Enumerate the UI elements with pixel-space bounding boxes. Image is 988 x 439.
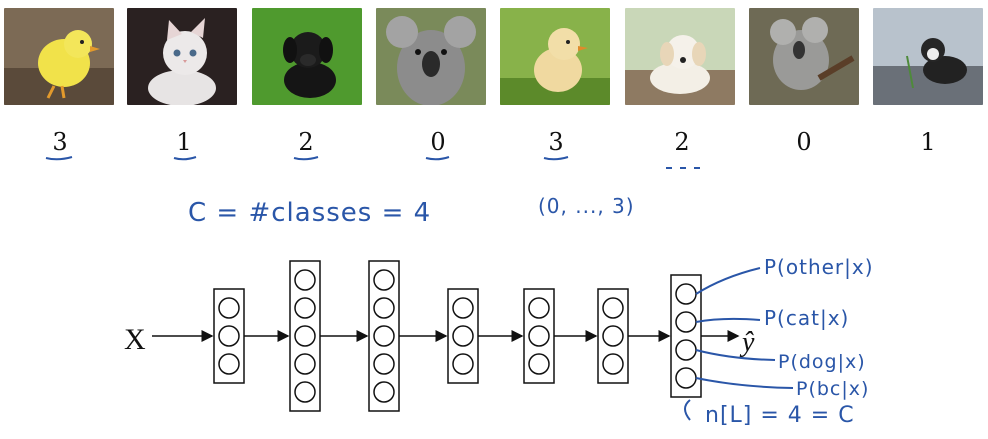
underline-1 [45,156,73,161]
underline-3 [293,156,319,161]
chick-photo-icon [4,8,114,105]
photo-1-chick [4,8,114,105]
neuron-2-1 [294,269,316,291]
label-photo-3: 2 [298,128,314,156]
photo-2-kitten [127,8,237,105]
neuron-3-1 [373,269,395,291]
chick-photo-icon [500,8,610,105]
neuron-5-3 [528,353,550,375]
prob-pointer-1 [695,267,761,295]
kitten-photo-icon [873,8,983,105]
prob-other: P(other|x) [764,255,874,279]
puppy-photo-icon [252,8,362,105]
output-size-note: n[L] = 4 = C [705,403,855,428]
neuron-3-4 [373,353,395,375]
neuron-6-2 [602,325,624,347]
prob-pointer-3 [695,349,776,361]
koala-photo-icon [749,8,859,105]
photo-6-puppy [625,8,735,105]
network-layers [152,260,740,412]
photo-3-puppy [252,8,362,105]
puppy-photo-icon [625,8,735,105]
kitten-photo-icon [127,8,237,105]
neuron-7-1 [675,283,697,305]
label-photo-1: 3 [52,128,68,156]
underline-5 [543,156,569,161]
neuron-4-2 [452,325,474,347]
neuron-1-2 [218,325,240,347]
photo-7-koala [749,8,859,105]
underline-4 [425,156,450,161]
output-yhat-label: ŷ [742,327,755,358]
neuron-7-3 [675,339,697,361]
label-photo-7: 0 [796,128,812,156]
neuron-6-1 [602,297,624,319]
neuron-2-4 [294,353,316,375]
koala-photo-icon [376,8,486,105]
label-photo-4: 0 [430,128,446,156]
neuron-5-1 [528,297,550,319]
prob-bc: P(bc|x) [796,378,870,400]
prob-pointer-4 [695,377,794,389]
prob-cat: P(cat|x) [764,306,850,330]
neuron-2-5 [294,381,316,403]
neuron-4-1 [452,297,474,319]
neuron-4-3 [452,353,474,375]
photo-5-chick [500,8,610,105]
photo-4-koala [376,8,486,105]
neuron-3-3 [373,325,395,347]
neuron-2-3 [294,325,316,347]
label-photo-6: 2 [674,128,690,156]
neuron-3-2 [373,297,395,319]
neuron-1-1 [218,297,240,319]
classes-formula: C = #classes = 4 [188,198,432,228]
label-photo-2: 1 [176,128,192,156]
prob-dog: P(dog|x) [778,351,866,373]
label-range: (0, ..., 3) [538,194,635,218]
neuron-3-5 [373,381,395,403]
label-photo-5: 3 [548,128,564,156]
neuron-2-2 [294,297,316,319]
neuron-7-2 [675,311,697,333]
output-lines [695,267,794,389]
photo-8-kitten [873,8,983,105]
label-photo-8: 1 [920,128,936,156]
pointer-curl [684,399,691,421]
neuron-5-2 [528,325,550,347]
prob-pointer-2 [695,317,761,323]
underline-2 [173,156,197,161]
input-x-label: X [124,323,146,356]
neuron-6-3 [602,353,624,375]
neuron-7-4 [675,367,697,389]
neuron-1-3 [218,353,240,375]
